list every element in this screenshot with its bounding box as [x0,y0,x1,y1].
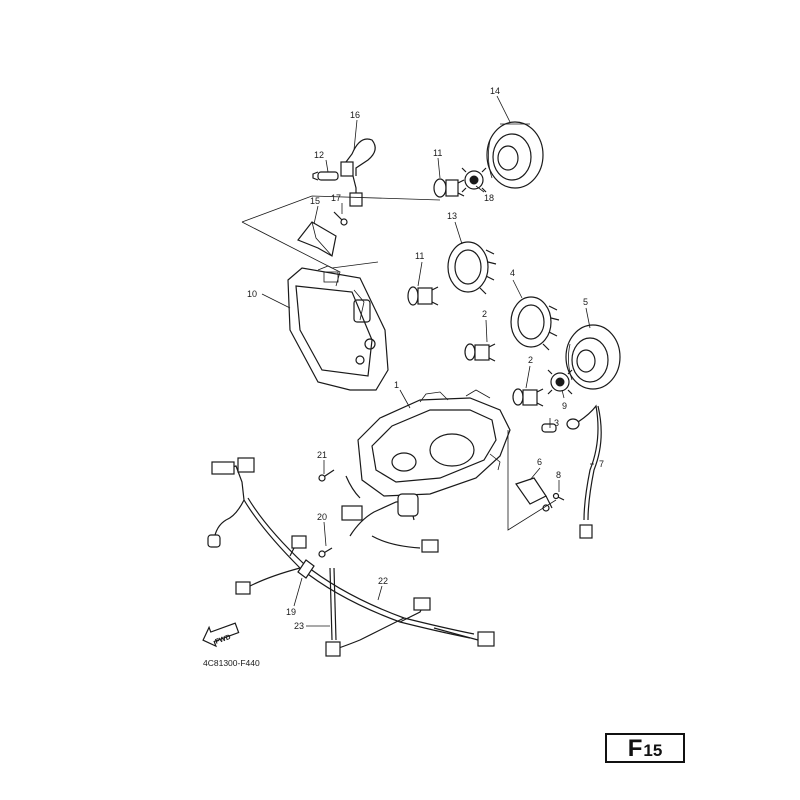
part-16-bulb-socket-wire [340,138,376,207]
part-13-ring [447,241,497,295]
part-17-screw [333,211,348,226]
callout-12: 12 [314,150,324,160]
assembly-line-lower [507,430,557,531]
callout-4: 4 [510,268,515,278]
callout-23: 23 [294,621,304,631]
part-4-ring [510,296,560,351]
callout-5: 5 [583,297,588,307]
page-tag-letter: F [627,735,643,762]
page-tag-number: 15 [643,741,663,760]
callout-17: 17 [331,193,341,203]
callout-6: 6 [537,457,542,467]
page-tag: F 15 [605,733,685,763]
part-10-housing [287,265,389,391]
part-2-bulb-lower [512,388,544,407]
callout-leaders [261,95,594,627]
part-15-cover [297,221,337,257]
diagram-code: 4C81300-F440 [203,658,260,668]
callout-18: 18 [484,193,494,203]
callout-3: 3 [554,418,559,428]
callout-1: 1 [394,380,399,390]
callout-19: 19 [286,607,296,617]
part-5-reflector-ring [565,324,621,390]
callout-11: 11 [415,251,424,261]
part-6-bracket [515,477,553,512]
callout-21: 21 [317,450,327,460]
part-3-plug [541,423,557,433]
callout-22: 22 [378,576,388,586]
part-21-screw [318,469,335,482]
callout-20: 20 [317,512,327,522]
part-11-bulb-upper [433,178,465,198]
callout-9: 9 [562,401,567,411]
callout-7: 7 [599,459,604,469]
part-7-wire-lead [566,404,602,539]
callout-15: 15 [310,196,320,206]
assembly-line-upper [241,195,441,269]
callout-13: 13 [447,211,457,221]
part-11-bulb-middle [407,286,439,306]
fwd-arrow-icon: FWD [202,622,240,648]
callout-11: 11 [433,148,442,158]
part-23-ground-lead [329,567,337,641]
part-20-screw [318,547,333,558]
callout-10: 10 [247,289,257,299]
callout-16: 16 [350,110,360,120]
part-18-socket [461,167,487,193]
part-9-socket [547,369,573,395]
part-14-reflector-ring [486,121,544,189]
callout-8: 8 [556,470,561,480]
part-2-bulb-upper [464,343,496,362]
part-19-clamp [297,559,315,579]
callout-2: 2 [482,309,487,319]
part-12-bulb-small [312,171,339,181]
part-1-headlight-assembly [357,389,511,497]
part-8-screw [552,492,565,501]
part-22-wire-harness [207,457,495,657]
callout-2: 2 [528,355,533,365]
callout-14: 14 [490,86,500,96]
